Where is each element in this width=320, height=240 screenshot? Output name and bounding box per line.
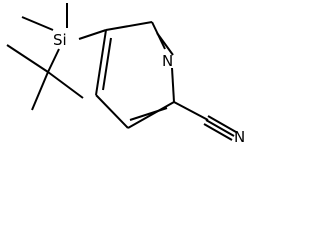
bond-ring-c4-c5	[95, 29, 107, 96]
bond-si-tbutyl	[47, 48, 60, 73]
bond-ring-c2-c3-inner	[129, 107, 168, 121]
bond-nitrile-triple-1	[207, 115, 237, 133]
bond-ring-c5-c6	[105, 21, 153, 31]
bond-nitrile-triple-2	[205, 119, 235, 137]
bond-tbutyl-methyl-left	[6, 44, 49, 73]
chemical-structure: Si N N	[6, 3, 246, 146]
bond-si-ring	[78, 29, 107, 40]
bond-nitrile-triple-3	[203, 123, 233, 141]
bond-tbutyl-methyl-right	[47, 71, 84, 99]
bond-si-methyl-left	[21, 16, 54, 31]
bond-ring-c2-c3	[127, 101, 175, 129]
bond-tbutyl-methyl-down	[31, 71, 49, 111]
atom-label-ring-nitrogen: N	[162, 52, 173, 70]
bond-c2-nitrile-carbon	[173, 101, 209, 121]
bond-ring-c6-n1	[151, 21, 166, 50]
atom-label-nitrile-nitrogen: N	[234, 128, 245, 146]
atom-label-silicon: Si	[53, 31, 67, 49]
bond-ring-c4-c5-inner	[102, 37, 112, 91]
bond-ring-n1-c2	[171, 67, 175, 103]
bond-ring-c3-c4	[95, 94, 129, 129]
